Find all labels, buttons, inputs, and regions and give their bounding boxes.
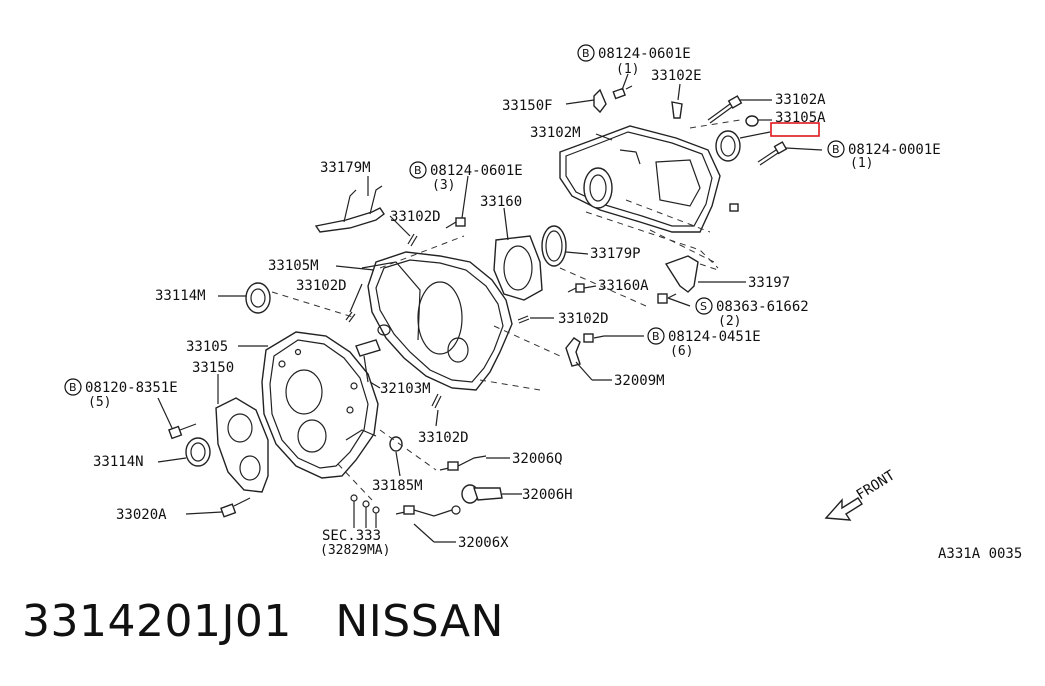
snap-ring-33179P xyxy=(541,225,567,267)
bracket-33197 xyxy=(664,255,699,293)
gasket-33160 xyxy=(493,235,543,301)
quantity-label: (3) xyxy=(432,178,455,193)
svg-text:B: B xyxy=(582,47,590,60)
bolt-33020A xyxy=(220,497,251,518)
section-reference-code: (32829MA) xyxy=(320,543,390,558)
circled-b-icon: B xyxy=(64,378,82,396)
part-label: 33105 xyxy=(186,339,228,355)
part-label: 33102D xyxy=(558,311,609,327)
dowel-33102D-c xyxy=(517,315,530,324)
fork-33179M xyxy=(314,185,385,233)
part-label: 33102A xyxy=(775,92,826,108)
part-label: 08124-0601E xyxy=(430,163,523,179)
part-label: 08124-0451E xyxy=(668,329,761,345)
part-label: 33102M xyxy=(530,125,581,141)
bolt-08124-0601E-top xyxy=(612,85,633,100)
sensor-32006Q xyxy=(439,455,487,471)
rear-housing-33102M xyxy=(559,125,721,233)
section-reference: SEC.333 xyxy=(322,528,381,544)
part-label: 33179P xyxy=(590,246,641,262)
part-label: 33150F xyxy=(502,98,553,114)
highlight-box xyxy=(770,122,820,137)
front-arrow-icon xyxy=(824,497,863,521)
quantity-label: (6) xyxy=(670,344,693,359)
circled-b-icon: B xyxy=(409,161,427,179)
bracket-32009M xyxy=(565,337,581,367)
dowel-33102D-a xyxy=(407,233,418,247)
quantity-label: (1) xyxy=(616,62,639,77)
part-label: 08124-0001E xyxy=(848,142,941,158)
part-label: 33185M xyxy=(372,478,423,494)
part-label: 33102D xyxy=(296,278,347,294)
circled-b-icon: B xyxy=(827,140,845,158)
dowel-33102D-b xyxy=(345,311,356,323)
front-cover-33150 xyxy=(215,397,269,493)
sensor-32006H xyxy=(461,484,503,504)
part-label: 33197 xyxy=(748,275,790,291)
svg-text:B: B xyxy=(414,164,422,177)
svg-text:S: S xyxy=(700,300,707,313)
part-label: 33105M xyxy=(268,258,319,274)
bolt-08120-8351E xyxy=(168,423,197,440)
bolt-right-small xyxy=(729,203,739,212)
oil-seal-33114N xyxy=(185,437,211,467)
part-label: 33160A xyxy=(598,278,649,294)
bolt-08363-61662 xyxy=(657,293,677,304)
quantity-label: (1) xyxy=(850,156,873,171)
part-label: 33150 xyxy=(192,360,234,376)
quantity-label: (2) xyxy=(718,314,741,329)
oil-seal-highlighted xyxy=(715,130,741,162)
plug-33160A xyxy=(567,283,585,293)
part-label: 08363-61662 xyxy=(716,299,809,315)
sensor-32006X xyxy=(395,505,461,517)
bolt-08124-0601E-mid xyxy=(445,217,466,229)
svg-text:B: B xyxy=(832,143,840,156)
part-label: 08124-0601E xyxy=(598,46,691,62)
quantity-label: (5) xyxy=(88,395,111,410)
part-label: 33160 xyxy=(480,194,522,210)
part-label: 33114M xyxy=(155,288,206,304)
circled-s-icon: S xyxy=(695,297,713,315)
part-label: 32006X xyxy=(458,535,509,551)
sec-333-ref-points xyxy=(350,494,380,528)
part-label: 08120-8351E xyxy=(85,380,178,396)
oil-seal-33114M xyxy=(245,282,271,314)
svg-text:B: B xyxy=(652,330,660,343)
part-label: 32006Q xyxy=(512,451,563,467)
part-label: 33102D xyxy=(418,430,469,446)
part-label: 33179M xyxy=(320,160,371,176)
part-label: 32009M xyxy=(614,373,665,389)
dowel-33102D-d xyxy=(431,393,442,409)
part-label: 33102D xyxy=(390,209,441,225)
front-housing-33105 xyxy=(261,331,379,479)
middle-housing-33105M xyxy=(361,251,513,391)
part-number-title: 3314201J01 NISSAN xyxy=(22,596,504,647)
circled-b-icon: B xyxy=(647,327,665,345)
part-label: 33102E xyxy=(651,68,702,84)
part-label: 33114N xyxy=(93,454,144,470)
bolt-08124-0451E xyxy=(583,333,605,343)
bolt-08124-0001E xyxy=(757,141,788,166)
svg-text:B: B xyxy=(69,381,77,394)
bolt-33102A xyxy=(707,95,743,124)
plug-33185M xyxy=(389,436,403,452)
circled-b-icon: B xyxy=(577,44,595,62)
diagram-code: A331A 0035 xyxy=(938,546,1022,562)
part-label: 33105A xyxy=(775,110,826,126)
front-direction-label: FRONT xyxy=(854,467,899,503)
plug-33105A xyxy=(745,115,759,127)
part-label: 33020A xyxy=(116,507,167,523)
part-label: 32006H xyxy=(522,487,573,503)
clip-33150F xyxy=(593,88,607,114)
part-label: 32103M xyxy=(380,381,431,397)
dowel-33102E xyxy=(671,101,683,119)
leader-lines xyxy=(157,73,823,543)
shaft-32103M xyxy=(355,339,381,383)
